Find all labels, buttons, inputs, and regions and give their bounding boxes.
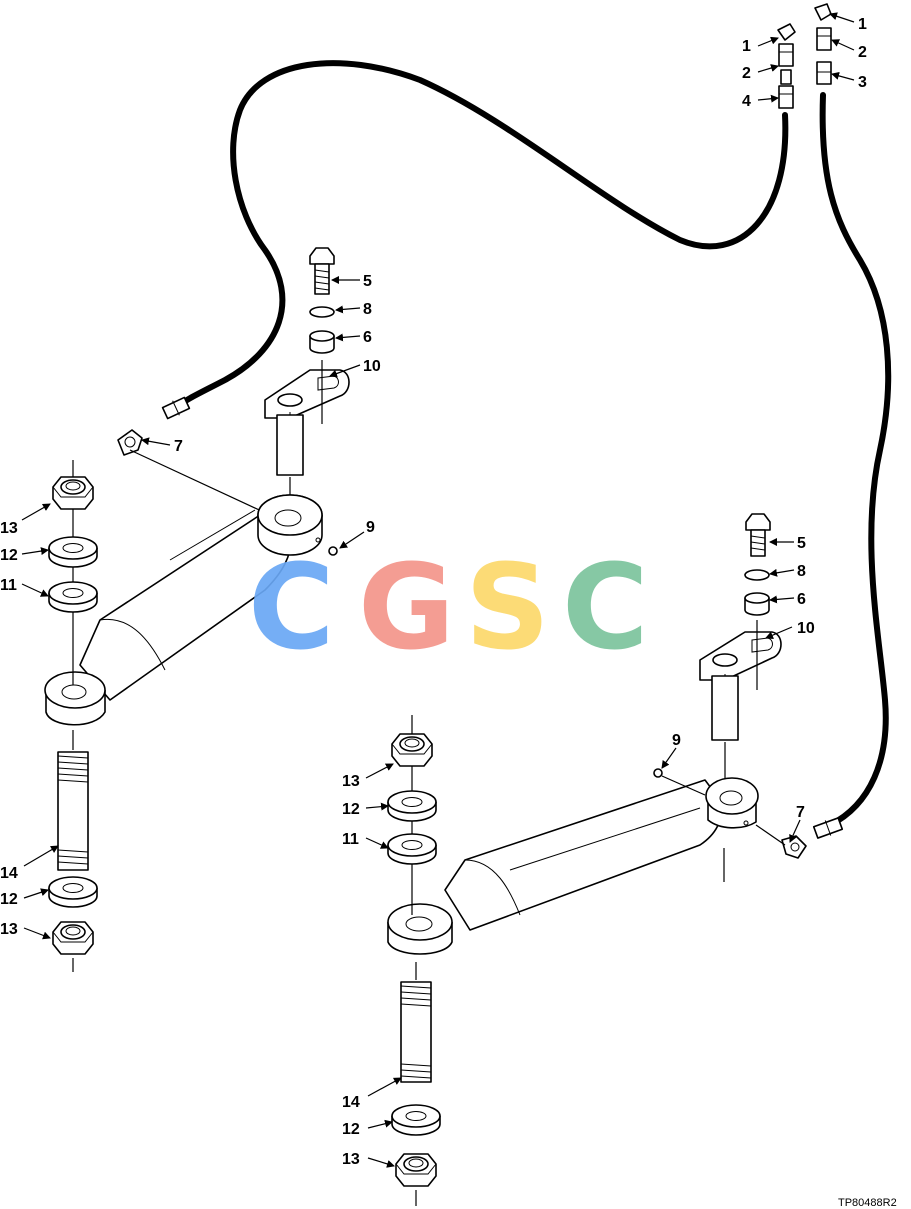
bolt-left <box>309 247 335 295</box>
callout-10: 10 <box>363 358 381 375</box>
hydraulic-cylinder-right <box>387 777 759 955</box>
elbow-fitting-left <box>117 429 143 456</box>
guide-line-left-elbow <box>129 449 271 516</box>
callout-11: 11 <box>342 831 359 848</box>
watermark-letter-c1: C <box>248 538 335 676</box>
callout-14: 14 <box>0 865 18 882</box>
hydraulic-hose-left <box>177 60 789 408</box>
hex-nut-right-bottom <box>395 1153 437 1187</box>
washer-left-bottom <box>48 876 98 908</box>
washer-small-left <box>309 306 335 318</box>
spacer-right <box>744 592 770 616</box>
hex-nut-left-top <box>52 476 94 510</box>
hex-nut-left-bottom <box>52 921 94 955</box>
figure-id-label: TP80488R2 <box>838 1197 897 1209</box>
washer-left-top <box>48 536 98 568</box>
hose-fittings-top-left <box>777 23 796 109</box>
callout-12: 12 <box>0 547 18 564</box>
elbow-fitting-right <box>781 835 807 859</box>
callout-6: 6 <box>363 329 372 346</box>
set-screw-right <box>653 768 663 778</box>
hydraulic-cylinder-left <box>44 494 323 726</box>
spacer-left <box>309 330 335 354</box>
bushing-left <box>48 581 98 613</box>
washer-small-right <box>744 569 770 581</box>
callout-4: 4 <box>742 93 751 110</box>
bolt-right <box>745 513 771 557</box>
callout-8: 8 <box>797 563 806 580</box>
callout-9: 9 <box>672 732 681 749</box>
callout-3: 3 <box>858 74 867 91</box>
callout-1: 1 <box>742 38 751 55</box>
callout-7: 7 <box>174 438 183 455</box>
hose-fitting-right-end <box>812 817 844 839</box>
callout-12: 12 <box>0 891 18 908</box>
guide-line-right-screw <box>661 775 706 796</box>
washer-right-top <box>387 790 437 822</box>
watermark-letter-s: S <box>465 538 550 676</box>
callout-7: 7 <box>796 804 805 821</box>
pivot-bracket-left <box>264 369 350 476</box>
callout-10: 10 <box>797 620 815 637</box>
watermark-letter-g: G <box>358 538 455 676</box>
callout-12: 12 <box>342 1121 360 1138</box>
hose-fittings-top-right <box>814 3 832 85</box>
bushing-right <box>387 833 437 865</box>
callout-13: 13 <box>0 520 18 537</box>
threaded-rod-left <box>57 751 89 871</box>
callout-numbers: 1 1 2 2 3 4 5 5 6 6 7 7 8 8 9 9 10 10 11… <box>0 16 867 1168</box>
guide-line-right-elbow <box>755 824 786 846</box>
callout-5: 5 <box>363 273 372 290</box>
callout-leaders <box>21 12 855 1168</box>
callout-2: 2 <box>858 44 867 61</box>
pivot-bracket-right <box>699 631 782 741</box>
threaded-rod-right <box>400 981 432 1083</box>
callout-1: 1 <box>858 16 867 33</box>
watermark-letter-c2: C <box>562 538 649 676</box>
callout-2: 2 <box>742 65 751 82</box>
callout-12: 12 <box>342 801 360 818</box>
callout-8: 8 <box>363 301 372 318</box>
cgsc-watermark: C G S C <box>248 538 649 676</box>
callout-13: 13 <box>0 921 18 938</box>
hydraulic-hose-right <box>819 92 892 828</box>
callout-9: 9 <box>366 519 375 536</box>
callout-13: 13 <box>342 773 360 790</box>
callout-6: 6 <box>797 591 806 608</box>
set-screw-left <box>328 546 338 556</box>
callout-11: 11 <box>0 577 17 594</box>
hose-fitting-left-end <box>161 396 191 420</box>
callout-13: 13 <box>342 1151 360 1168</box>
hex-nut-right-top <box>391 733 433 767</box>
callout-14: 14 <box>342 1094 360 1111</box>
washer-right-bottom <box>391 1104 441 1136</box>
callout-5: 5 <box>797 535 806 552</box>
